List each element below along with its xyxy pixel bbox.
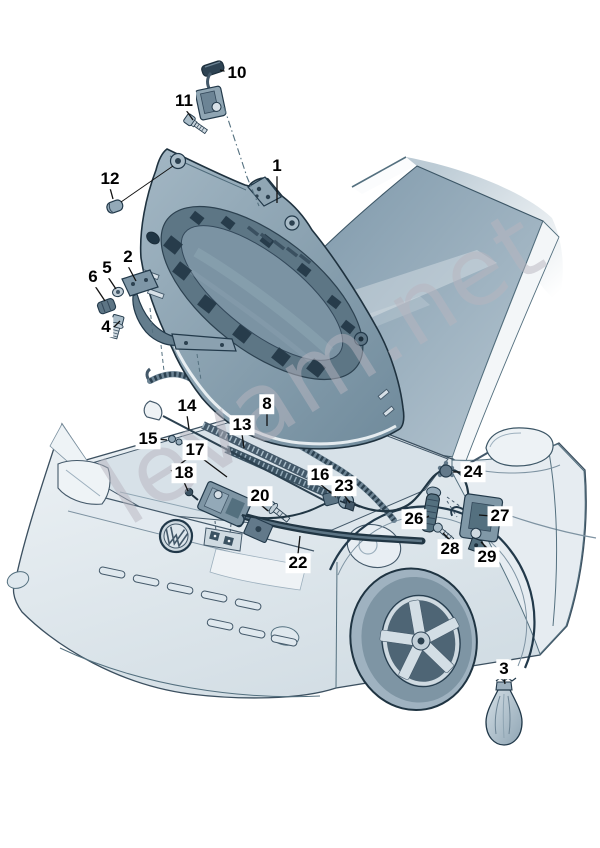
callout-15[interactable]: 15 bbox=[135, 429, 161, 449]
buffer-grommet bbox=[106, 199, 124, 214]
leader-28 bbox=[442, 532, 451, 541]
leader-12b bbox=[120, 165, 174, 203]
callout-14[interactable]: 14 bbox=[174, 396, 200, 416]
lever-bolt bbox=[183, 113, 208, 135]
vw-badge bbox=[158, 518, 194, 554]
callout-4[interactable]: 4 bbox=[98, 317, 114, 337]
lubricant-bottle bbox=[485, 677, 523, 746]
hinge-cap-nut bbox=[96, 298, 117, 315]
leader-12 bbox=[109, 187, 114, 200]
callout-17[interactable]: 17 bbox=[182, 440, 208, 460]
leader-18 bbox=[183, 481, 189, 492]
leader-2 bbox=[127, 265, 137, 282]
hood-slits bbox=[246, 225, 312, 265]
leader-20 bbox=[260, 504, 269, 512]
callout-26[interactable]: 26 bbox=[401, 509, 427, 529]
callout-28[interactable]: 28 bbox=[437, 539, 463, 559]
callout-13[interactable]: 13 bbox=[229, 415, 255, 435]
leader-14 bbox=[186, 414, 190, 430]
hinge-base-plate bbox=[171, 333, 237, 352]
roof-edge-band bbox=[352, 157, 417, 194]
leader-11 bbox=[185, 109, 194, 121]
seal-strip-13 bbox=[201, 421, 346, 505]
front-wheel bbox=[349, 567, 478, 712]
leader-23 bbox=[343, 494, 351, 504]
leader-3 bbox=[503, 677, 506, 685]
safety-catch-lever bbox=[194, 60, 227, 121]
callout-2[interactable]: 2 bbox=[120, 247, 136, 267]
leader-17b bbox=[202, 458, 228, 478]
hood-cutouts bbox=[163, 210, 356, 378]
lock-bracket-lower bbox=[203, 527, 243, 552]
cable-grommet-24 bbox=[437, 460, 455, 478]
callout-10[interactable]: 10 bbox=[224, 63, 250, 83]
bumper-recess bbox=[209, 548, 307, 591]
cable-clip-23 bbox=[339, 499, 361, 512]
leader-13 bbox=[241, 433, 245, 449]
callout-23[interactable]: 23 bbox=[331, 476, 357, 496]
leader-4 bbox=[113, 320, 121, 328]
callout-18[interactable]: 18 bbox=[171, 463, 197, 483]
leader-6 bbox=[94, 285, 106, 302]
callout-11[interactable]: 11 bbox=[172, 91, 196, 111]
callout-8[interactable]: 8 bbox=[259, 394, 275, 414]
callout-24[interactable]: 24 bbox=[460, 462, 486, 482]
leader-5 bbox=[107, 276, 117, 290]
callout-16[interactable]: 16 bbox=[307, 465, 333, 485]
callout-20[interactable]: 20 bbox=[247, 486, 273, 506]
hood-latch-plate bbox=[247, 176, 282, 207]
hood-panel bbox=[139, 148, 405, 450]
callout-27[interactable]: 27 bbox=[487, 506, 513, 526]
callout-22[interactable]: 22 bbox=[285, 553, 311, 573]
hood-rivets bbox=[377, 388, 395, 418]
callout-6[interactable]: 6 bbox=[85, 267, 101, 287]
locating-line bbox=[223, 106, 260, 207]
leader-lines bbox=[94, 69, 506, 685]
grille-slots bbox=[98, 566, 298, 647]
callout-12[interactable]: 12 bbox=[97, 169, 123, 189]
left-foglight bbox=[6, 571, 30, 589]
callout-5[interactable]: 5 bbox=[99, 258, 115, 278]
callout-3[interactable]: 3 bbox=[496, 659, 512, 679]
callout-29[interactable]: 29 bbox=[474, 547, 500, 567]
hinge-upper-plate bbox=[121, 269, 159, 297]
hood-lock bbox=[197, 481, 273, 544]
hood-holes bbox=[146, 152, 369, 347]
prop-rod bbox=[143, 400, 332, 505]
leader-22 bbox=[297, 535, 301, 555]
callout-1[interactable]: 1 bbox=[269, 156, 285, 176]
leader-29 bbox=[480, 541, 488, 549]
